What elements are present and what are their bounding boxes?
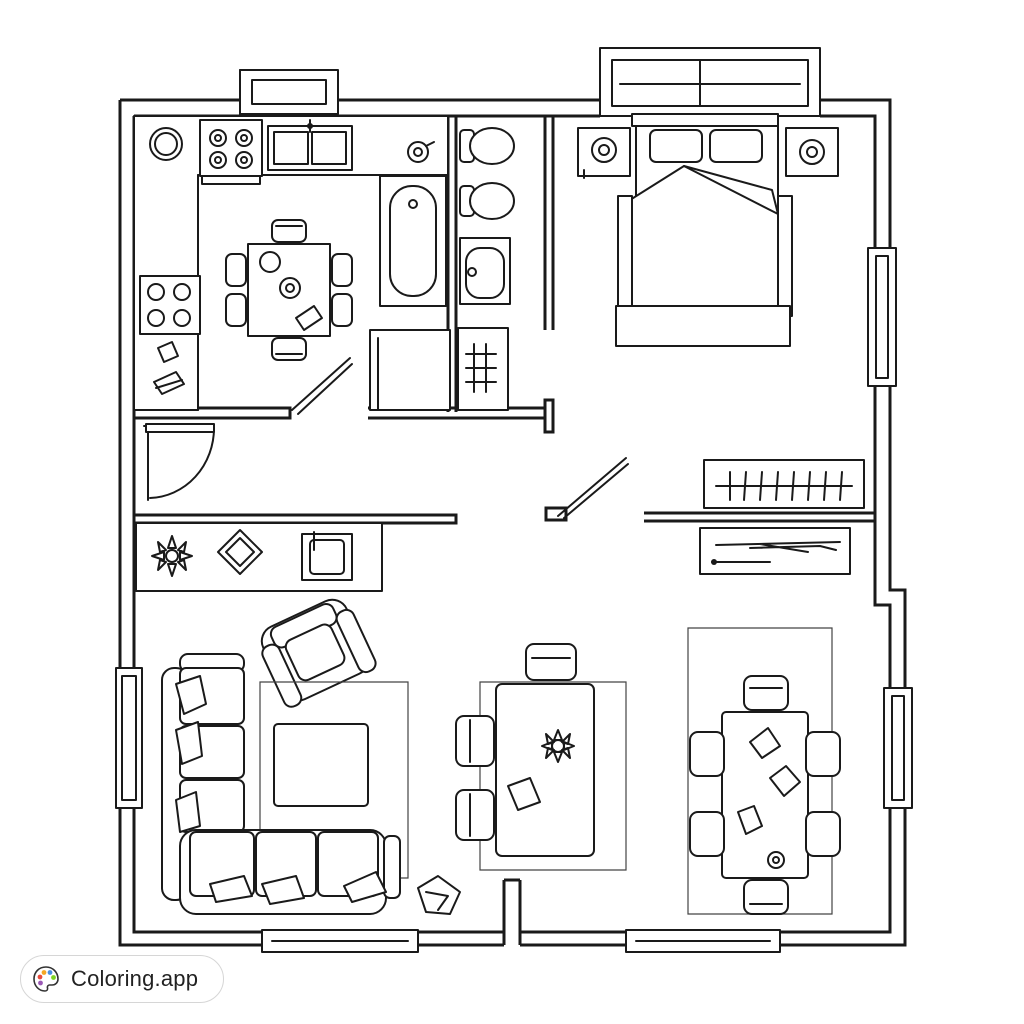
door-hallway[interactable] [558,458,628,518]
cooktop-icon[interactable] [140,276,200,334]
door-kitchen[interactable] [292,358,352,414]
nightstand-left[interactable] [578,128,630,178]
door-closet[interactable] [144,424,214,500]
sofa-icon[interactable] [162,654,400,914]
bathtub-icon[interactable] [380,176,446,306]
badge-label: Coloring.app [71,966,199,991]
kettle-icon [408,142,434,162]
hall-sink-icon[interactable] [302,532,352,580]
dining-table-middle[interactable] [496,684,594,856]
bedroom-rug [704,460,864,508]
cushion-icon [176,676,386,904]
bed-icon[interactable] [616,114,792,346]
bathroom [370,128,514,410]
round-container-icon [150,128,182,160]
coloring-app-badge[interactable]: Coloring.app [20,955,224,1003]
flower-plant-icon [152,536,192,576]
interior-walls [134,116,875,945]
picture-frame-icon [218,530,262,574]
toilet-icon[interactable] [460,128,514,219]
window-left [116,668,142,808]
window-top-left [240,70,338,114]
shower-cabinet-icon [370,330,450,410]
coffee-table[interactable] [274,724,368,806]
kitchen-sink-icon[interactable] [268,120,352,170]
hallway-console [136,523,382,591]
flower-plant-icon [542,730,574,762]
kitchen-items-icon [154,342,184,394]
bedroom [578,114,864,508]
dining-area-right [688,628,840,914]
tv-console [700,528,850,574]
dining-table-right[interactable] [722,712,808,878]
nightstand-right[interactable] [786,128,838,176]
stove-icon[interactable] [200,120,262,184]
floor-cushion-icon [418,876,460,914]
window-bottom-right [626,930,780,952]
window-bedroom-top [600,48,820,116]
kitchen-chairs[interactable] [226,220,352,360]
window-right-upper [868,248,896,386]
living-room [162,593,460,914]
kitchen-table[interactable] [248,244,330,336]
kitchen [134,116,448,410]
towel-rack-icon [458,328,508,410]
palette-icon [33,966,59,992]
window-bottom-left [262,930,418,952]
chairs-middle[interactable] [456,644,576,840]
dining-area-middle [456,644,626,870]
window-right-lower [884,688,912,808]
washbasin-icon[interactable] [460,238,510,304]
chairs-right[interactable] [690,676,840,914]
armchair-icon[interactable] [253,593,378,710]
